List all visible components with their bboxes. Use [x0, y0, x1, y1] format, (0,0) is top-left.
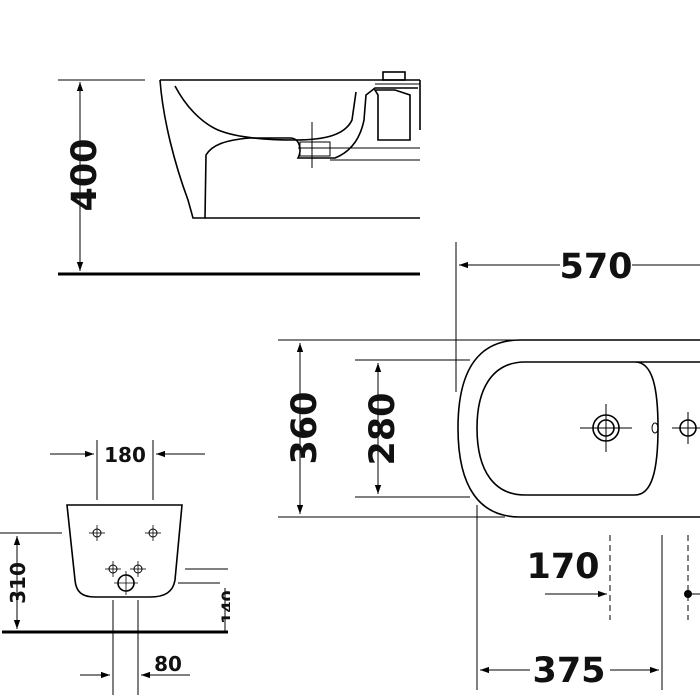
top-bowl-label: 280 — [363, 392, 403, 465]
top-offset-label: 170 — [526, 547, 599, 587]
fixing-hole — [672, 412, 700, 444]
front-fixing-hole-left — [89, 525, 105, 541]
drain-outlet — [299, 141, 331, 157]
bidet-side-inner — [174, 85, 357, 141]
tap-block — [373, 89, 411, 141]
front-water-hole-left — [105, 561, 121, 577]
front-body-outline — [66, 504, 183, 598]
side-height-label: 400 — [65, 138, 105, 211]
side-view: 400 — [58, 71, 421, 276]
tap-hole — [580, 404, 632, 452]
bidet-side-outline — [159, 79, 420, 219]
front-spacing-label: 180 — [104, 443, 146, 467]
top-view: 570 360 280 — [278, 242, 700, 691]
front-drain-label: 80 — [154, 652, 182, 676]
front-view: 180 310 — [0, 440, 237, 695]
front-partial-label: 140 — [218, 590, 237, 623]
front-water-hole-right — [130, 561, 146, 577]
top-width-label: 360 — [285, 391, 325, 464]
tap-top — [382, 71, 406, 81]
overflow-hole — [651, 422, 659, 434]
front-height-label: 310 — [6, 562, 30, 604]
front-fixing-hole-right — [145, 525, 161, 541]
front-drain-hole — [114, 571, 138, 595]
top-depth-label: 375 — [532, 651, 605, 691]
top-bowl-outline — [476, 361, 700, 496]
top-length-label: 570 — [559, 247, 632, 287]
top-outer-outline — [457, 339, 700, 518]
